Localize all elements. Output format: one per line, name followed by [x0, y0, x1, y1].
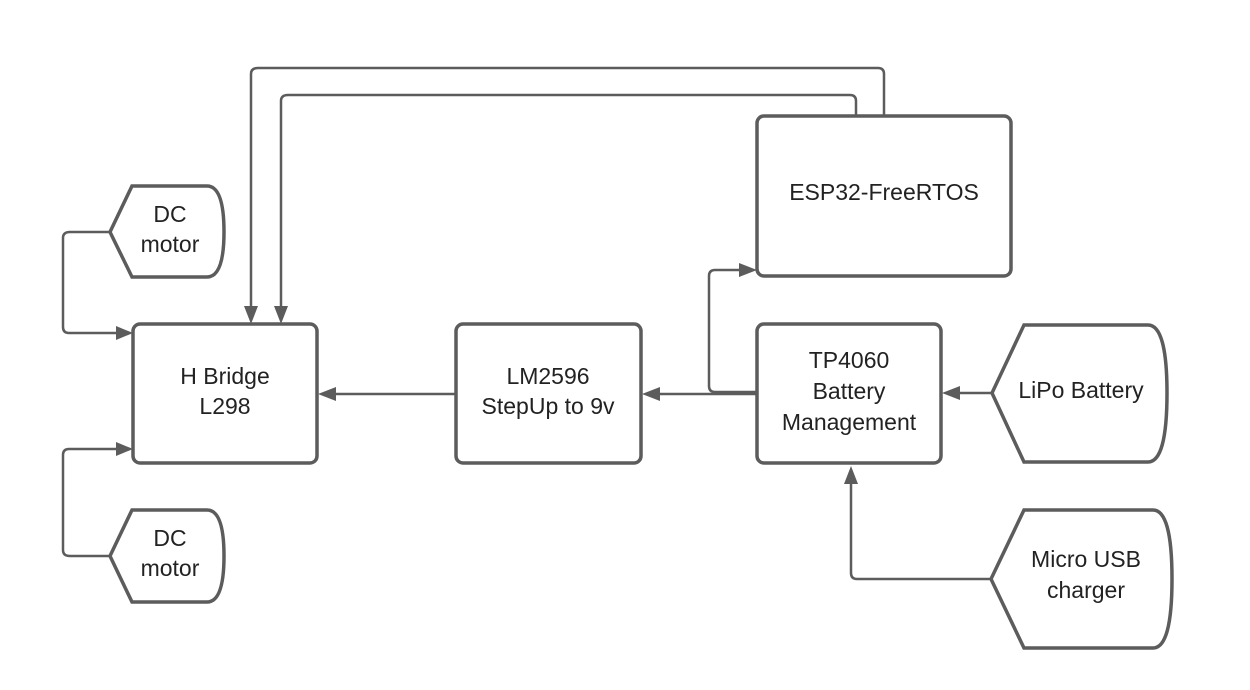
dc-motor-top-label-line2: motor	[141, 231, 200, 257]
connector-esp32-to-hbridge-outer	[244, 66, 886, 324]
lm2596-label-line1: LM2596	[506, 363, 589, 389]
hbridge-label-line1: H Bridge	[180, 363, 269, 389]
hbridge-block: H Bridge L298	[131, 322, 319, 465]
connector-tp4060-to-lm2596	[642, 387, 757, 401]
lm2596-block: LM2596 StepUp to 9v	[454, 322, 643, 465]
lipo-battery-block: LiPo Battery	[990, 323, 1169, 464]
esp32-block: ESP32-FreeRTOS	[755, 114, 1013, 278]
connector-usb-to-tp4060	[844, 466, 991, 581]
connector-motor-bottom-to-hbridge	[61, 442, 133, 558]
connector-lipo-to-tp4060	[942, 386, 992, 400]
tp4060-label-line1: TP4060	[809, 347, 890, 373]
esp32-label: ESP32-FreeRTOS	[789, 179, 979, 205]
dc-motor-bottom-label-line2: motor	[141, 555, 200, 581]
connector-tp4060-to-esp32	[707, 263, 757, 394]
dc-motor-bottom-label-line1: DC	[153, 525, 186, 551]
connector-esp32-to-hbridge-inner	[274, 93, 858, 324]
micro-usb-label-line1: Micro USB	[1031, 546, 1141, 572]
connector-motor-top-to-hbridge	[61, 230, 133, 340]
micro-usb-charger-block: Micro USB charger	[989, 508, 1174, 650]
dc-motor-top-label-line1: DC	[153, 201, 186, 227]
lm2596-label-line2: StepUp to 9v	[482, 393, 615, 419]
tp4060-block: TP4060 Battery Management	[755, 322, 943, 465]
hbridge-label-line2: L298	[199, 393, 250, 419]
lipo-battery-label: LiPo Battery	[1018, 377, 1144, 403]
dc-motor-top-block: DC motor	[108, 184, 226, 279]
tp4060-label-line3: Management	[782, 409, 917, 435]
connector-lm2596-to-hbridge	[318, 387, 456, 401]
micro-usb-label-line2: charger	[1047, 577, 1125, 603]
dc-motor-bottom-block: DC motor	[108, 508, 226, 604]
tp4060-label-line2: Battery	[813, 378, 886, 404]
